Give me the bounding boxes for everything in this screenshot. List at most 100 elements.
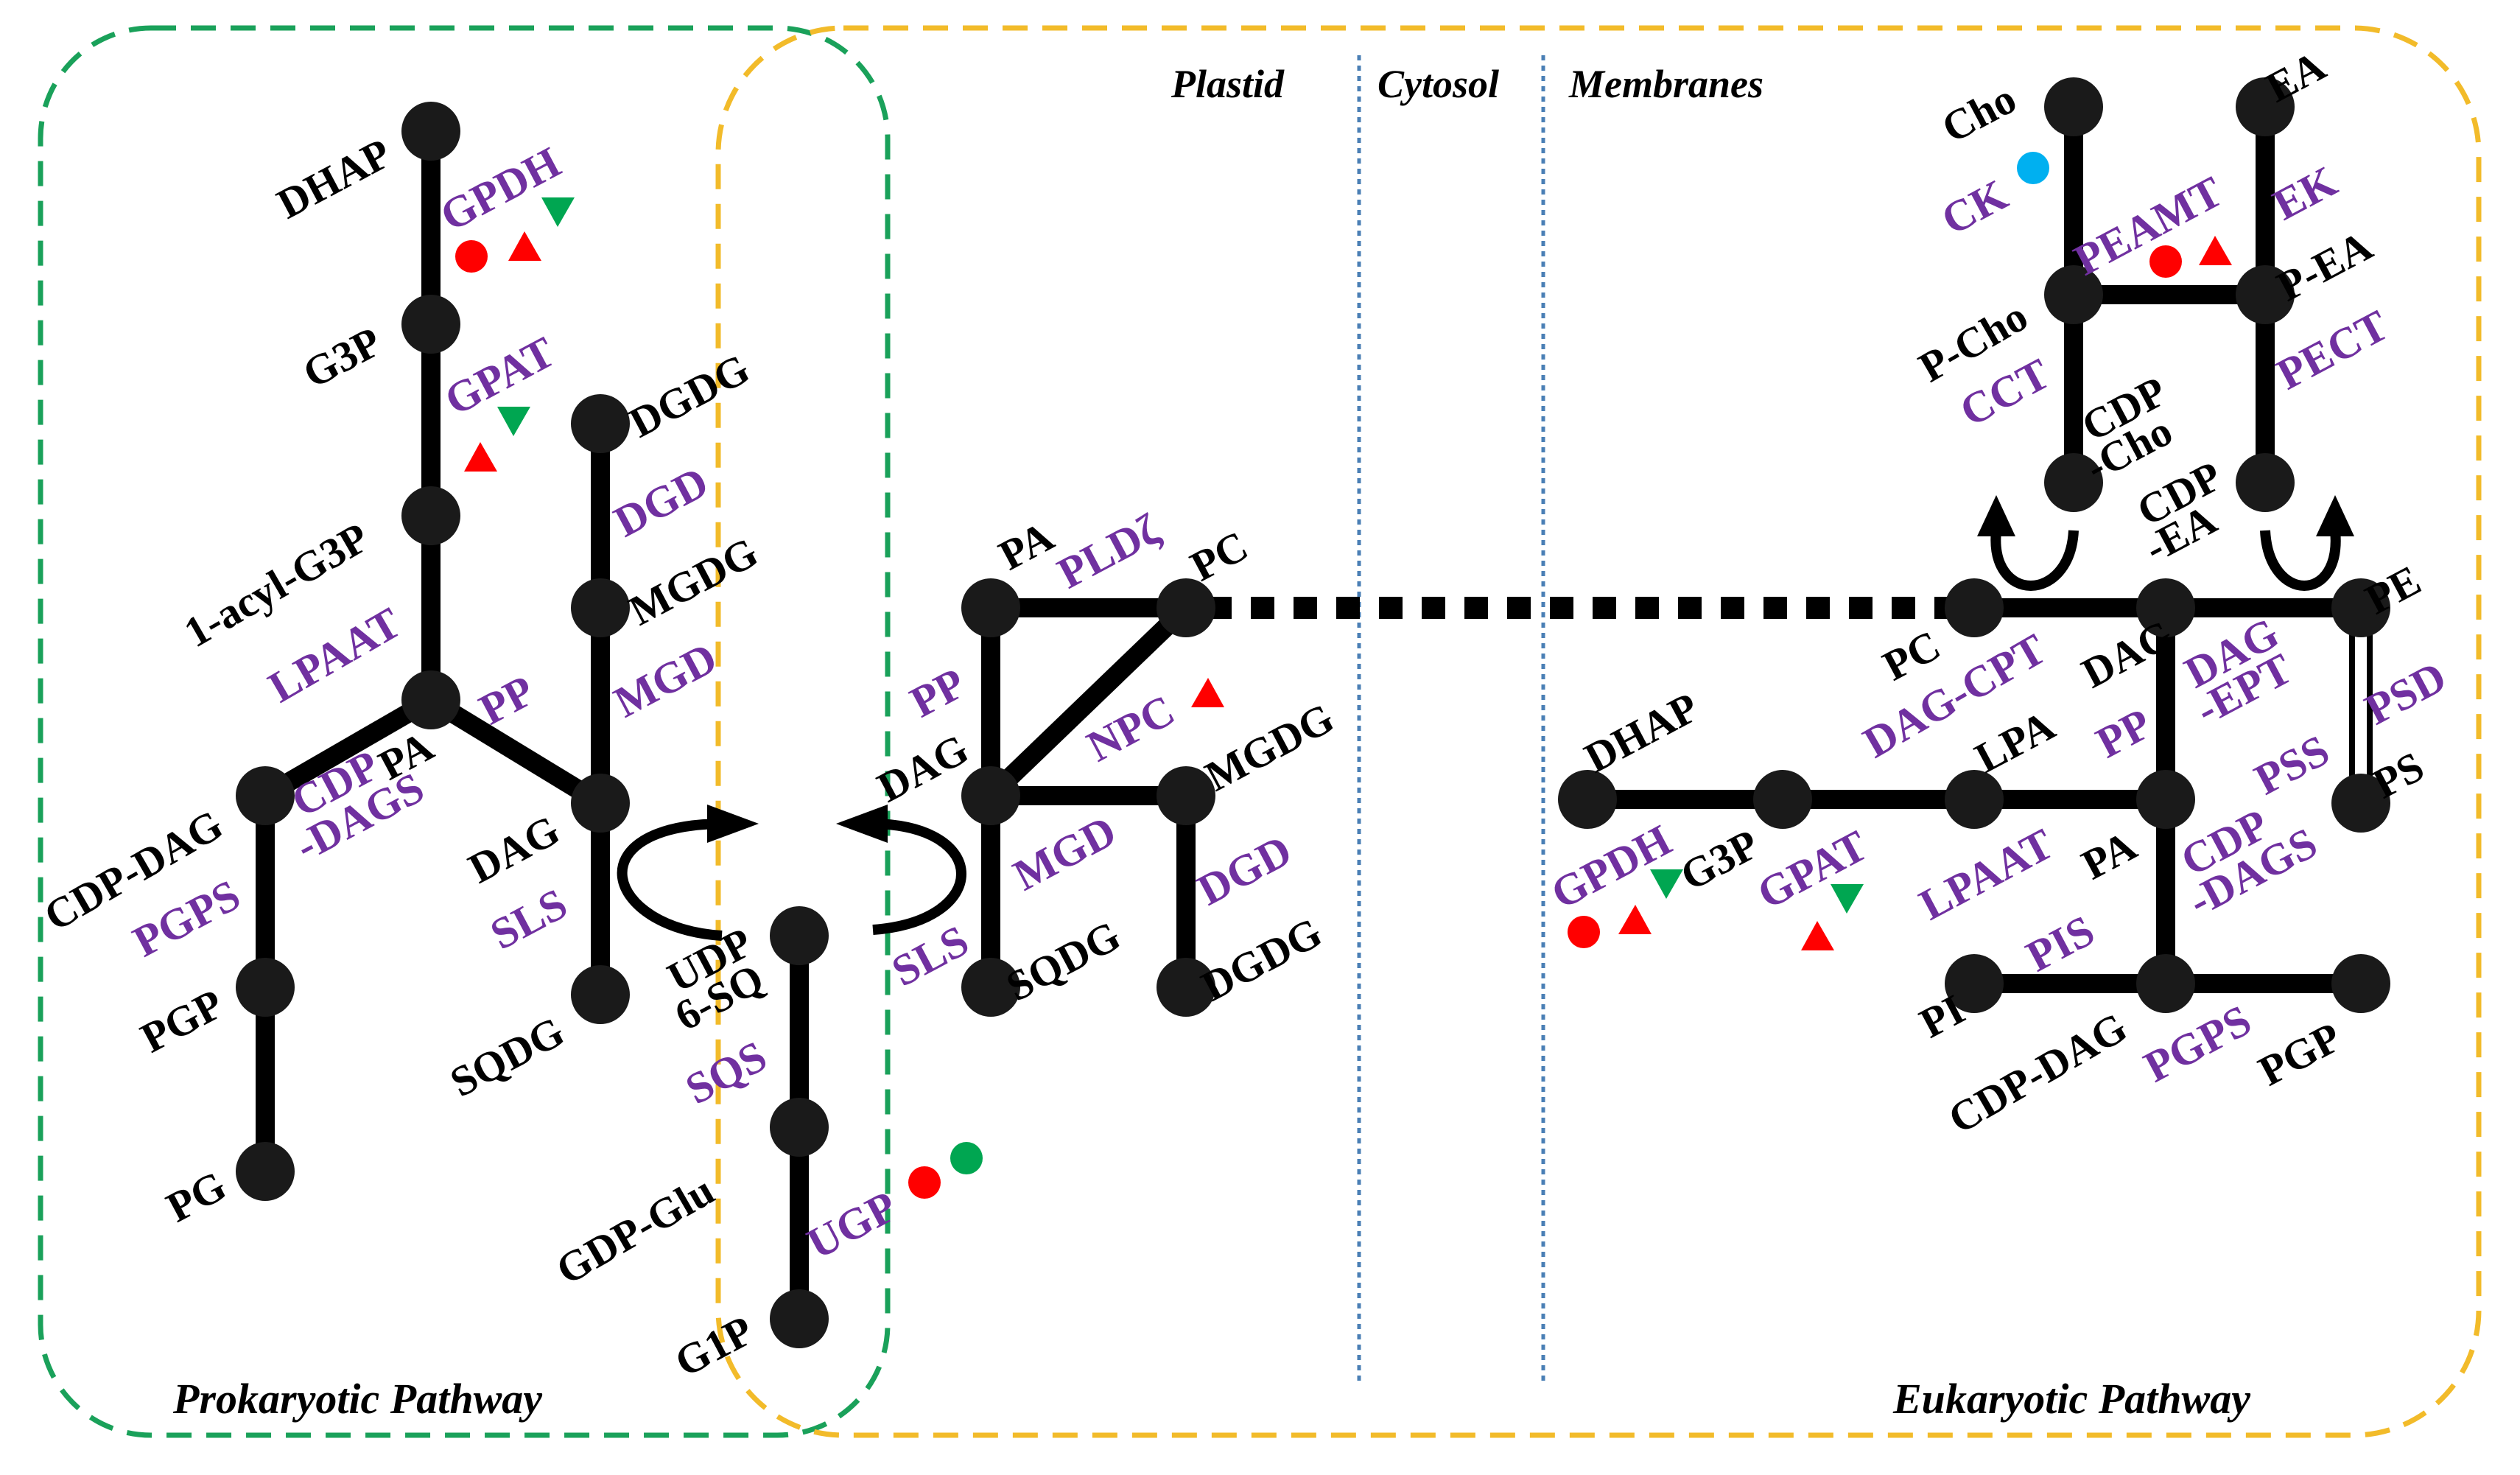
node-dgdg [571, 394, 630, 453]
label-sls: SLS [482, 879, 575, 959]
node-cdp-cho [2044, 453, 2103, 512]
label-dgdg: DGDG [622, 344, 757, 446]
edge-pa-cdpdag [260, 691, 436, 805]
label-env-dgd: DGD [1190, 826, 1299, 915]
edge-pa-dag [426, 691, 606, 812]
node-euk-lpa [1945, 770, 2004, 829]
node-pgp [236, 958, 295, 1017]
marker-red-up-triangle [1191, 678, 1224, 707]
plastid-envelope-labels: PA PLDζ PC PP NPC DAG MGDG MGD SLS SQDG … [870, 505, 1342, 1011]
label-euk-lpa: LPA [1968, 701, 2063, 782]
metabolite-nodes [236, 77, 2390, 1348]
node-cho [2044, 77, 2103, 136]
label-gdp-glu: GDP-Glu [548, 1166, 722, 1294]
node-acyl-g3p [401, 486, 460, 545]
pathway-label-eukaryotic: Eukaryotic Pathway [1892, 1375, 2250, 1423]
label-ck: CK [1934, 170, 2015, 245]
node-env-pc [1157, 578, 1215, 637]
label-peamt: PEAMT [2066, 167, 2230, 284]
marker-red-up-triangle [1801, 921, 1834, 950]
node-pa [401, 670, 460, 729]
compartment-label-membranes: Membranes [1568, 62, 1763, 106]
label-mgd: MGD [606, 633, 724, 726]
marker-red-up-triangle [2199, 236, 2232, 265]
node-euk-ps [2331, 774, 2390, 833]
node-sqdg [571, 965, 630, 1024]
label-pis: PIS [2018, 905, 2102, 981]
node-env-dag [961, 766, 1020, 825]
label-dhap: DHAP [270, 129, 399, 228]
prokaryotic-labels: DHAP GPDH G3P GPAT 1-acyl-G3P LPAAT PP P… [36, 129, 905, 1387]
pathway-label-prokaryotic: Prokaryotic Pathway [172, 1375, 542, 1423]
node-cdp-ea [2236, 453, 2295, 512]
label-euk-g3p: G3P [1673, 820, 1766, 900]
node-p-ea [2236, 265, 2295, 324]
cdpea-arrowhead [2316, 495, 2354, 536]
label-pgp: PGP [133, 980, 231, 1062]
dag-exchange-arrow-right [872, 819, 966, 935]
dag-exchange-arrowhead-right [836, 805, 888, 843]
node-euk-cdp-dag [2136, 954, 2195, 1013]
node-g1p [770, 1289, 829, 1348]
label-g3p: G3P [295, 318, 389, 398]
marker-red-up-triangle [508, 231, 541, 261]
marker-red-dot [1568, 916, 1600, 948]
dag-exchange-arrowhead-left [707, 805, 759, 843]
marker-red-dot [2149, 245, 2182, 278]
node-dhap [401, 102, 460, 161]
marker-red-up-triangle [464, 442, 497, 472]
dag-exchange-arrow-left [617, 819, 723, 941]
node-dag [571, 774, 630, 833]
node-ea [2236, 77, 2295, 136]
expression-markers [455, 152, 2232, 1199]
node-env-pa [961, 578, 1020, 637]
node-euk-pi [1945, 954, 2004, 1013]
node-euk-pe [2331, 578, 2390, 637]
node-udp-6sq [770, 906, 829, 965]
marker-blue-dot [2017, 152, 2049, 184]
node-euk-g3p [1753, 770, 1812, 829]
label-pg: PG [159, 1161, 234, 1231]
node-env-dgdg [1157, 958, 1215, 1017]
marker-green-down-triangle [497, 407, 530, 436]
label-env-mgd: MGD [1005, 806, 1123, 900]
node-cdp-dag [236, 766, 295, 825]
prokaryotic-region-border [38, 25, 891, 1438]
compartment-label-cytosol: Cytosol [1377, 62, 1499, 106]
label-euk-gpdh: GPDH [1543, 816, 1679, 919]
label-ek: EK [2265, 156, 2345, 229]
label-euk-pp: PP [2088, 699, 2159, 768]
edge-pc-dag-env [983, 600, 1193, 803]
label-env-dgdg: DGDG [1194, 908, 1330, 1010]
node-pg [236, 1142, 295, 1201]
label-mgdg: MGDG [622, 528, 766, 634]
label-euk-gpat: GPAT [1749, 821, 1875, 918]
node-g3p [401, 295, 460, 354]
label-euk-pgp: PGP [2251, 1013, 2349, 1096]
label-env-pp: PP [902, 659, 973, 727]
eukaryotic-region-border [715, 25, 2482, 1438]
node-env-sqdg [961, 958, 1020, 1017]
label-env-sqdg: SQDG [999, 911, 1129, 1011]
marker-green-dot [950, 1142, 983, 1174]
node-gdp-glu [770, 1098, 829, 1157]
cdpea-curve-arrow [2260, 530, 2341, 591]
label-env-pld: PLDζ [1050, 505, 1168, 598]
marker-red-dot [908, 1166, 941, 1199]
label-dgd: DGD [606, 458, 716, 547]
label-env-pa: PA [991, 512, 1061, 580]
label-env-mgdg: MGDG [1198, 693, 1342, 800]
compartment-label-plastid: Plastid [1170, 62, 1285, 106]
label-pss: PSS [2247, 726, 2337, 805]
label-euk-dhap: DHAP [1577, 683, 1707, 782]
node-env-mgdg [1157, 766, 1215, 825]
marker-green-down-triangle [1650, 869, 1683, 899]
marker-red-up-triangle [1618, 905, 1652, 934]
cdpcho-arrowhead [1977, 495, 2015, 536]
marker-green-down-triangle [541, 197, 575, 227]
node-euk-pgp [2331, 954, 2390, 1013]
node-euk-pc [1945, 578, 2004, 637]
node-euk-pa [2136, 770, 2195, 829]
label-gpdh: GPDH [432, 138, 568, 241]
